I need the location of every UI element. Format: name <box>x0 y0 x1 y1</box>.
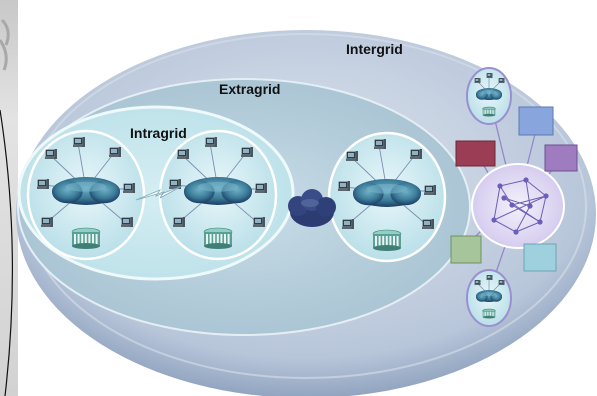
computer-workstation-icon <box>474 78 481 83</box>
computer-workstation-icon <box>73 137 85 147</box>
computer-workstation-icon <box>255 183 267 193</box>
computer-workstation-icon <box>486 275 493 280</box>
grid-node-icon <box>513 229 519 235</box>
computer-workstation-icon <box>374 139 386 149</box>
computer-workstation-icon <box>486 73 493 78</box>
computer-workstation-icon <box>109 147 121 157</box>
computer-workstation-icon <box>121 217 133 227</box>
computer-workstation-icon <box>498 280 505 285</box>
storage-array-icon <box>482 308 496 319</box>
storage-array-icon <box>203 227 233 249</box>
extragrid-label: Extragrid <box>219 81 280 97</box>
resource-box-purple <box>544 144 578 172</box>
resource-box-maroon <box>455 140 496 167</box>
lightning-link <box>135 185 183 201</box>
computer-workstation-icon <box>41 217 53 227</box>
mini-cluster-top <box>466 67 512 125</box>
computer-workstation-icon <box>177 149 189 159</box>
storage-array-icon <box>372 229 402 251</box>
computer-workstation-icon <box>410 149 422 159</box>
cluster-intragrid-right <box>158 129 278 261</box>
computer-workstation-icon <box>346 151 358 161</box>
network-cloud-icon <box>476 88 502 100</box>
network-cloud-icon <box>476 290 502 302</box>
grid-node-icon <box>491 217 497 223</box>
resource-box-green <box>450 235 482 264</box>
computer-workstation-icon <box>474 280 481 285</box>
computer-workstation-icon <box>241 147 253 157</box>
cluster-extragrid <box>327 131 447 263</box>
computer-workstation-icon <box>338 181 350 191</box>
resource-box-lightblue <box>523 243 557 272</box>
computer-workstation-icon <box>498 78 505 83</box>
storage-array-icon <box>482 106 496 117</box>
intergrid-label: Intergrid <box>346 41 403 57</box>
computer-workstation-icon <box>123 183 135 193</box>
grid-node-icon <box>501 195 507 201</box>
grid-node-icon <box>497 183 503 189</box>
computer-workstation-icon <box>45 149 57 159</box>
resource-box-blue <box>518 106 554 136</box>
grid-mesh-circle <box>471 163 565 249</box>
left-panel <box>0 0 18 396</box>
computer-workstation-icon <box>205 137 217 147</box>
intergrid-mesh-group <box>450 67 578 327</box>
grid-node-icon <box>509 202 515 208</box>
computer-workstation-icon <box>173 217 185 227</box>
mini-cluster-bottom <box>466 269 512 327</box>
computer-workstation-icon <box>422 219 434 229</box>
computer-workstation-icon <box>342 219 354 229</box>
grid-node-icon <box>527 203 533 209</box>
intragrid-label: Intragrid <box>130 125 187 141</box>
wan-cloud-icon <box>288 189 336 227</box>
grid-node-icon <box>537 219 543 225</box>
computer-workstation-icon <box>253 217 265 227</box>
cluster-intragrid-left <box>26 129 146 261</box>
grid-node-icon <box>523 177 529 183</box>
computer-workstation-icon <box>169 179 181 189</box>
left-panel-texture <box>0 18 10 71</box>
network-cloud-icon <box>184 177 252 205</box>
computer-workstation-icon <box>37 179 49 189</box>
computer-workstation-icon <box>424 185 436 195</box>
left-panel-arc <box>0 109 13 396</box>
network-cloud-icon <box>353 179 422 207</box>
network-cloud-icon <box>52 177 120 205</box>
grid-node-icon <box>543 193 549 199</box>
storage-array-icon <box>71 227 101 249</box>
